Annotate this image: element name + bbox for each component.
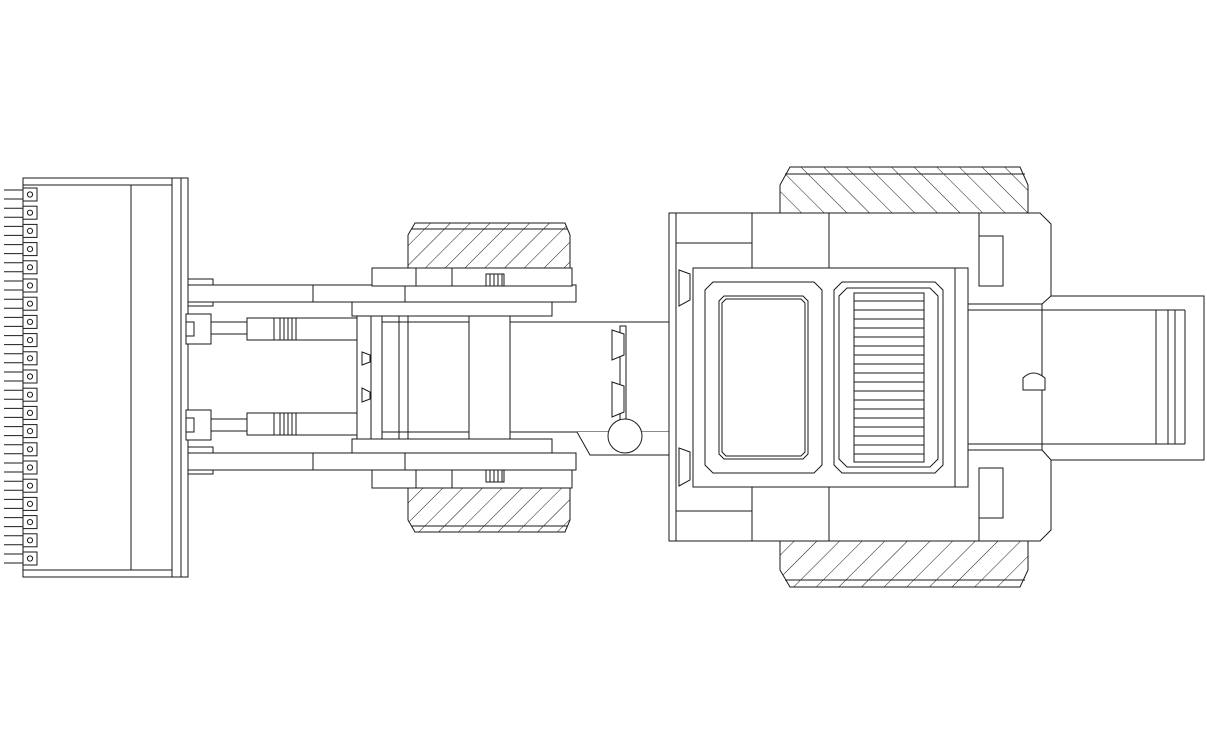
engine-grille-slats <box>854 300 924 455</box>
hydraulic-cylinder-lower <box>185 409 359 441</box>
bucket-tooth <box>4 205 38 220</box>
front-tire-upper <box>407 222 571 269</box>
bucket-tooth <box>4 533 38 548</box>
bucket <box>4 177 189 578</box>
bucket-tooth <box>4 387 38 402</box>
articulation-joint <box>509 321 673 456</box>
front-tire-lower <box>407 487 571 533</box>
counterweight <box>967 295 1205 461</box>
bucket-tooth <box>4 369 38 384</box>
rear-tire-lower <box>779 540 1029 588</box>
bucket-tooth <box>4 424 38 439</box>
bucket-teeth <box>4 187 38 566</box>
bucket-tooth <box>4 278 38 293</box>
bucket-tooth <box>4 187 38 202</box>
bucket-tooth <box>4 296 38 311</box>
bucket-tooth <box>4 351 38 366</box>
bucket-tooth <box>4 478 38 493</box>
lift-arm-lower <box>187 446 577 475</box>
hydraulic-cylinder-upper <box>185 313 359 345</box>
bucket-tooth <box>4 460 38 475</box>
bucket-tooth <box>4 333 38 348</box>
bucket-tooth <box>4 242 38 257</box>
bucket-tooth <box>4 515 38 530</box>
bucket-tooth <box>4 314 38 329</box>
bucket-tooth <box>4 551 38 566</box>
bucket-tooth <box>4 442 38 457</box>
bucket-tooth <box>4 405 38 420</box>
bucket-tooth <box>4 260 38 275</box>
rear-body <box>668 212 1052 542</box>
bucket-tooth <box>4 496 38 511</box>
bucket-tooth <box>4 223 38 238</box>
rear-tire-upper <box>779 166 1029 214</box>
